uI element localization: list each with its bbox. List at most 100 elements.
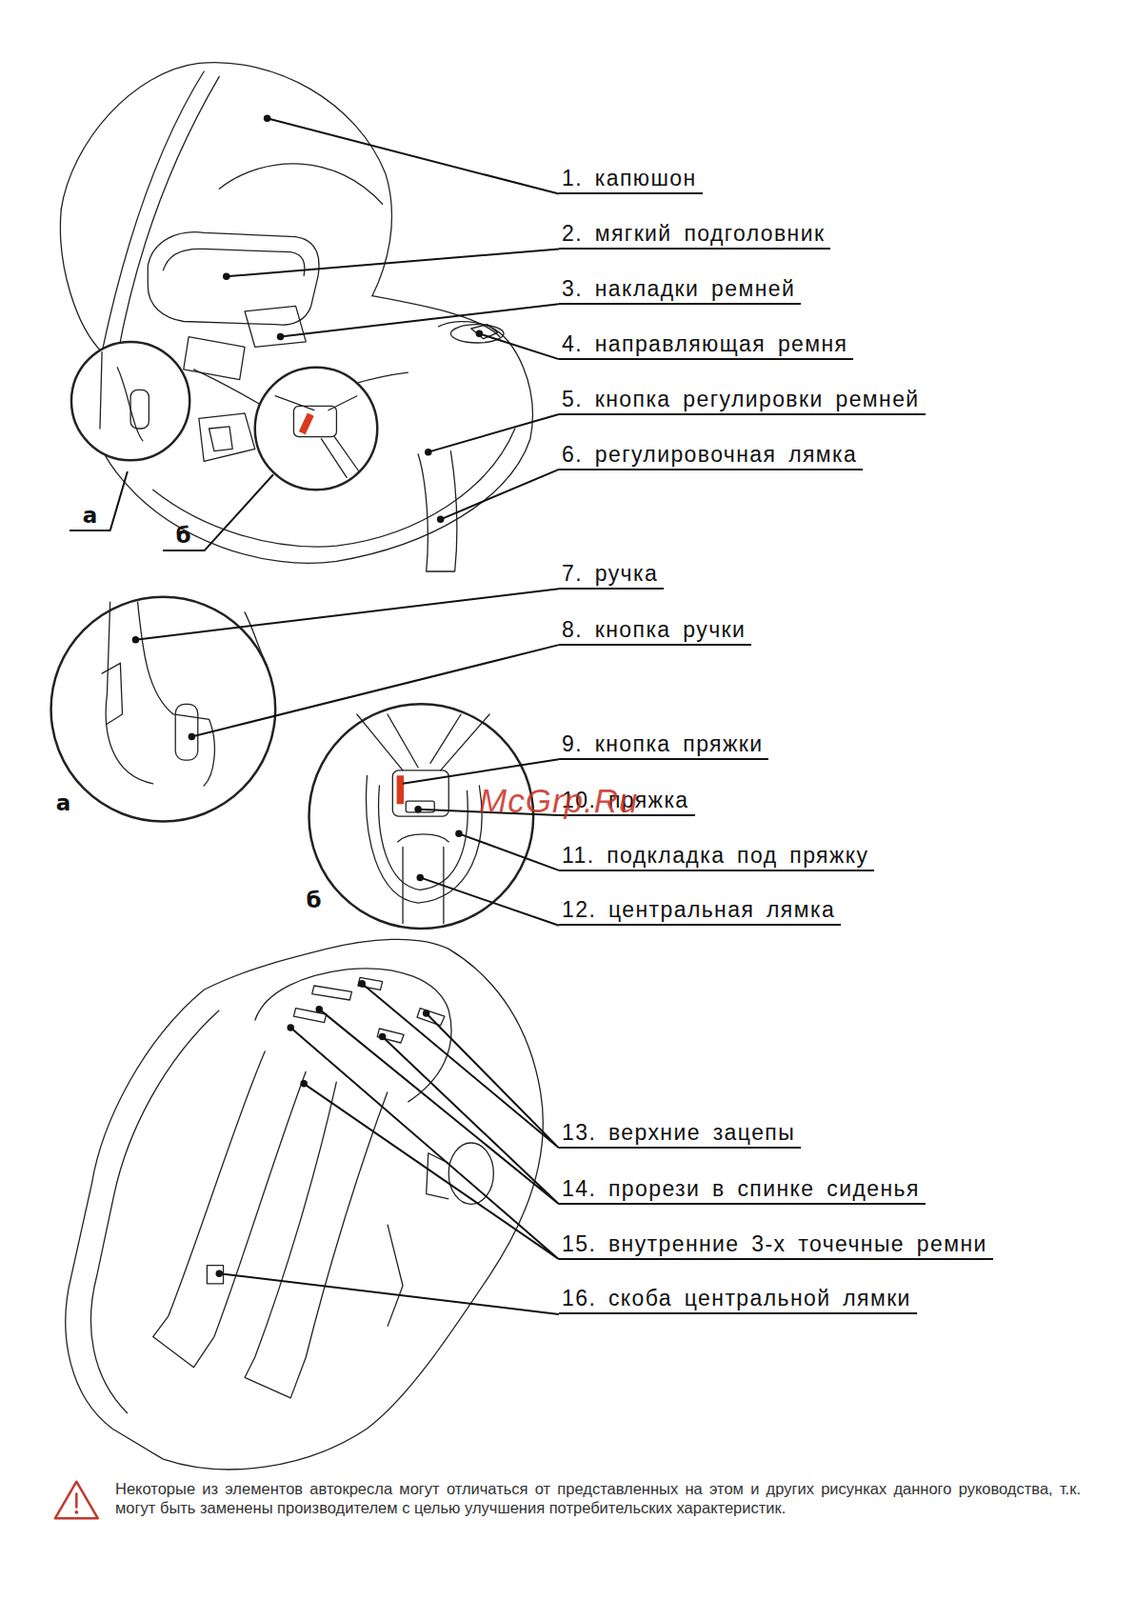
detail-circle: [255, 367, 379, 491]
callout-label: 11. подкладка под пряжку: [558, 842, 875, 872]
leader-dot: [132, 636, 140, 644]
car-seat-bottom: [65, 938, 543, 1470]
detail-sketch: [293, 405, 337, 437]
callout-label: 16. скоба центральной лямки: [558, 1285, 917, 1315]
callout-label: 9. кнопка пряжки: [558, 731, 769, 760]
warning-icon: [55, 1481, 99, 1519]
warning-icon: [55, 1481, 99, 1519]
leader-dot: [132, 115, 483, 1277]
leader-line: [191, 644, 559, 737]
detail-sketch: [320, 437, 359, 478]
leader-line: [110, 118, 559, 1315]
leader-line: [290, 1027, 559, 1259]
car-seat-bottom: [153, 1051, 307, 1368]
leader-dot: [188, 733, 196, 741]
car-seat-top: [244, 305, 306, 347]
car-seat-top: [372, 296, 500, 338]
leader-dot: [216, 1269, 223, 1277]
callout-label: 3. накладки ремней: [558, 276, 801, 305]
zoom-sketch: [105, 601, 153, 784]
zoom-sketch: [138, 601, 216, 786]
callout-label: 13. верхние зацепы: [558, 1119, 801, 1149]
leader-line: [402, 758, 559, 784]
zoom-sketch: [357, 714, 490, 771]
zoom-circle: [51, 597, 535, 929]
callout-label: 5. кнопка регулировки ремней: [558, 386, 926, 416]
zoom-sketch: [175, 703, 199, 760]
car-seat-top: [418, 451, 458, 572]
leader-dot: [222, 273, 230, 281]
leader-dot: [437, 516, 444, 524]
car-seat-top: [60, 62, 392, 297]
callout-label: 6. регулировочная лямка: [558, 441, 863, 471]
car-seat-top: [59, 62, 533, 572]
view-letter: а: [69, 502, 111, 532]
leader-dot: [422, 1009, 430, 1017]
leader-line: [267, 118, 559, 194]
leader-dot: [315, 1005, 322, 1014]
leader-dot: [424, 448, 432, 457]
callout-label: 15. внутренние 3-х точечные ремни: [558, 1231, 994, 1260]
leader-line: [203, 474, 274, 551]
leader-line: [280, 303, 559, 337]
car-seat-bottom: [65, 938, 543, 1470]
car-seat-top: [199, 413, 256, 461]
detail-sketch: [275, 396, 358, 411]
detail-sketch: [130, 389, 149, 429]
zoom-sketch: [398, 834, 450, 924]
leader-dot: [299, 1079, 307, 1088]
leader-dot: [414, 805, 421, 814]
zoom-sketch: [101, 601, 490, 924]
car-seat-top: [59, 209, 102, 353]
callout-label: 8. кнопка ручки: [558, 617, 752, 646]
detail-sketch: [99, 352, 143, 441]
leader-dot: [416, 874, 423, 882]
watermark: McGrp.Ru: [478, 781, 638, 820]
warning-note: Некоторые из элементов автокресла могут …: [115, 1479, 1081, 1517]
detail-sketch: [99, 352, 359, 478]
car-seat-bottom: [90, 1010, 220, 1414]
car-seat-top: [101, 71, 204, 353]
callout-label: 2. мягкий подголовник: [558, 220, 831, 250]
leader-line: [226, 248, 559, 277]
zoom-sketch: [101, 662, 122, 724]
leader-line: [419, 876, 559, 925]
red-button: [397, 775, 404, 804]
leader-line: [219, 1273, 559, 1315]
leader-line: [428, 414, 559, 453]
car-seat-bottom: [244, 1081, 388, 1398]
leader-line: [135, 588, 558, 640]
callout-label: 14. прорези в спинке сиденья: [558, 1175, 926, 1205]
car-seat-top: [117, 76, 220, 358]
leader-dot: [263, 115, 271, 123]
car-seat-top: [209, 426, 234, 452]
warning-icon: [75, 1493, 79, 1508]
callout-label: 7. ручка: [558, 560, 664, 590]
leader-line: [318, 1009, 559, 1205]
detail-circle: [71, 341, 190, 460]
zoom-sketch: [244, 612, 268, 666]
view-letter: б: [293, 887, 335, 914]
car-seat-top: [471, 324, 498, 339]
car-seat-top: [219, 163, 382, 204]
leader-dot: [378, 1033, 386, 1041]
car-seat-bottom: [448, 1142, 494, 1204]
warning-icon: [74, 1510, 79, 1514]
zoom-sketch: [366, 775, 482, 903]
callout-label: 1. капюшон: [558, 165, 703, 195]
leader-line: [478, 333, 559, 359]
view-letter: а: [42, 790, 84, 817]
leader-dot: [476, 330, 483, 339]
car-seat-top: [183, 337, 245, 380]
callout-label: 4. направляющая ремня: [558, 331, 854, 360]
leader-line: [110, 471, 128, 531]
leader-dot: [455, 830, 462, 838]
leader-dot: [286, 1023, 294, 1032]
leader-line: [458, 833, 559, 871]
leader-line: [440, 469, 559, 519]
callout-label: 12. центральная лямка: [558, 896, 841, 926]
red-button: [298, 413, 315, 436]
car-seat-bottom: [387, 1224, 403, 1327]
zoom-sketch: [378, 785, 469, 890]
